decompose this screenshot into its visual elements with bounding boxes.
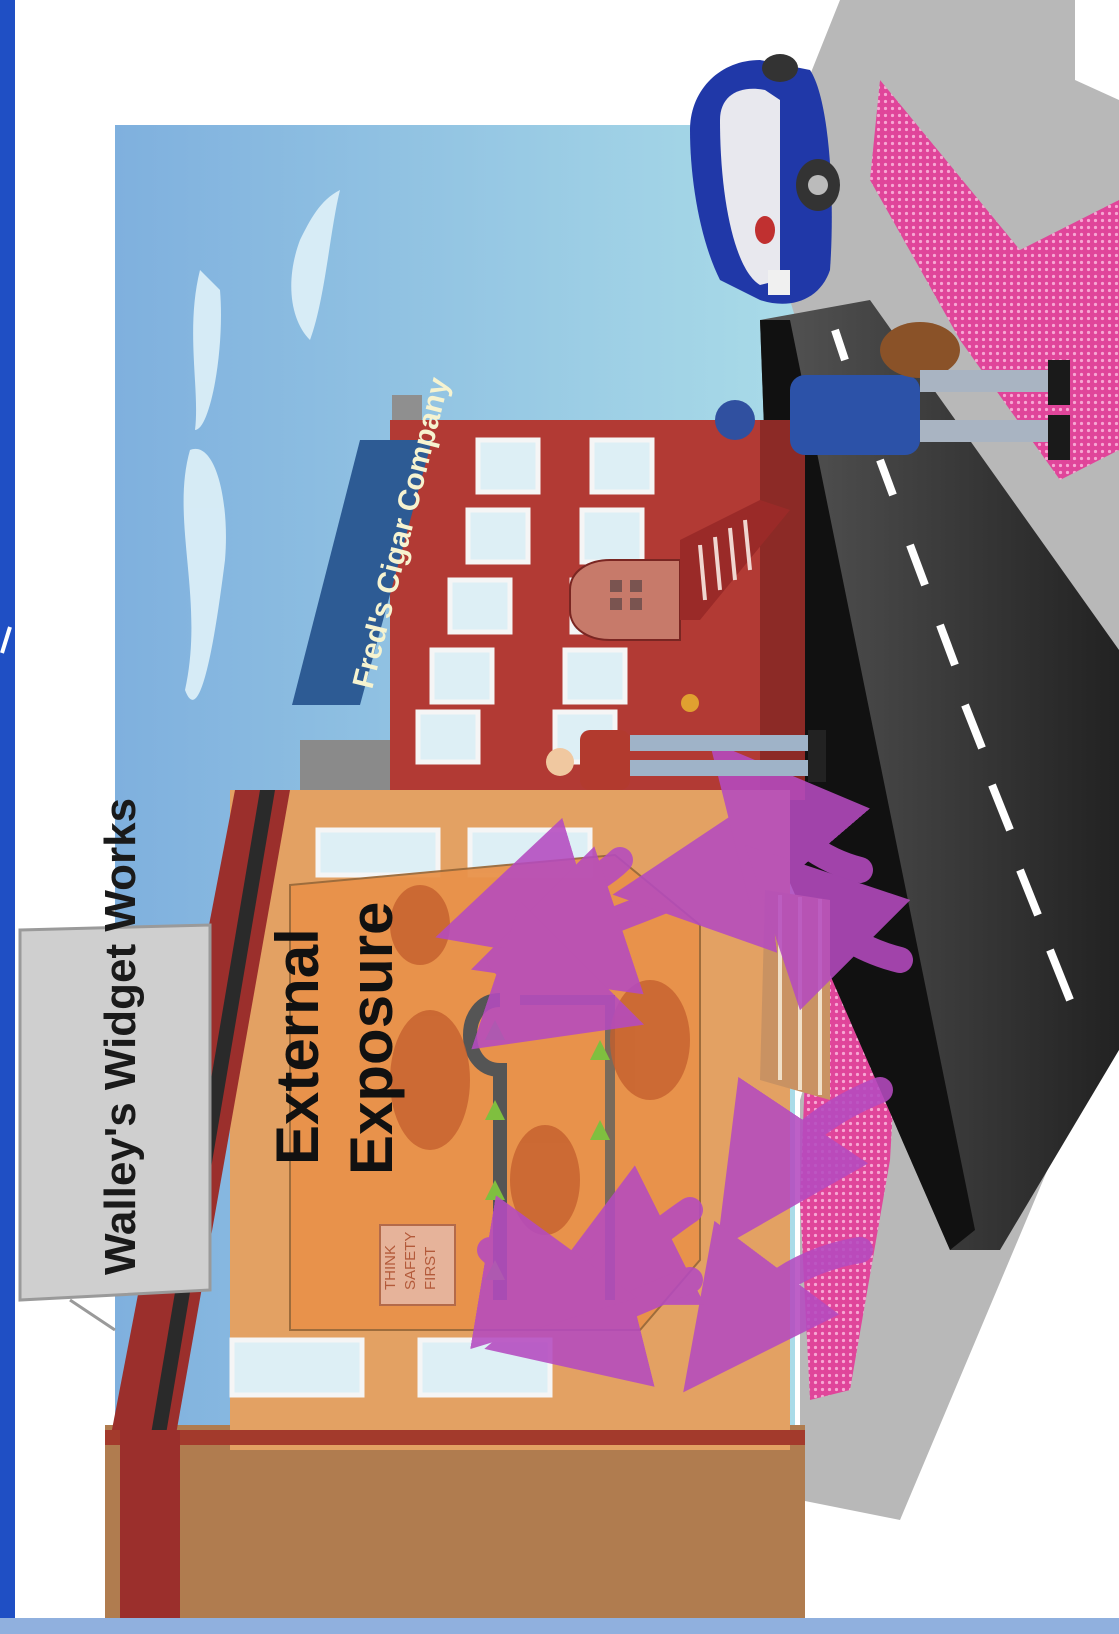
annotation-label-line2: Exposure — [338, 902, 405, 1175]
safety-poster-line2: SAFETY — [402, 1232, 419, 1290]
safety-poster-line1: THINK — [382, 1245, 399, 1290]
widget-works-sign-text: Walley's Widget Works — [96, 798, 145, 1275]
slide-bottom-border — [0, 1618, 1119, 1634]
safety-poster-line3: FIRST — [422, 1247, 439, 1290]
annotation-label-line1: External — [264, 928, 331, 1165]
